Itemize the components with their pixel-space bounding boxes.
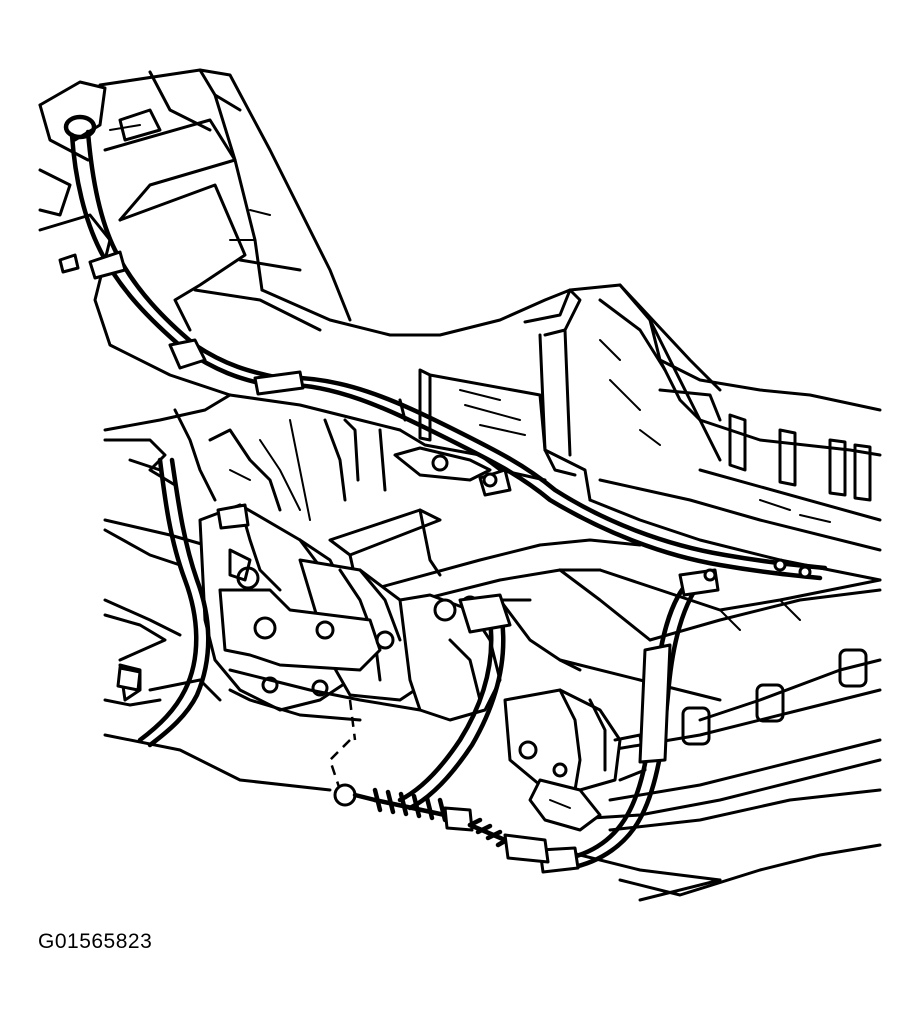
center-floor-bracket <box>325 370 545 500</box>
dashed-install-guide <box>330 700 355 790</box>
floor-pan-structure <box>40 70 570 430</box>
frame-crossmember-center <box>330 510 880 900</box>
cable-clips-hardware <box>118 474 810 690</box>
crossmember-structure <box>525 285 880 580</box>
figure-id-label: G01565823 <box>38 930 153 953</box>
left-rear-brake-cable <box>140 460 510 808</box>
cable-equalizer-spring <box>335 785 548 862</box>
right-rear-brake-cable <box>540 570 718 872</box>
transmission-assembly <box>200 505 645 830</box>
